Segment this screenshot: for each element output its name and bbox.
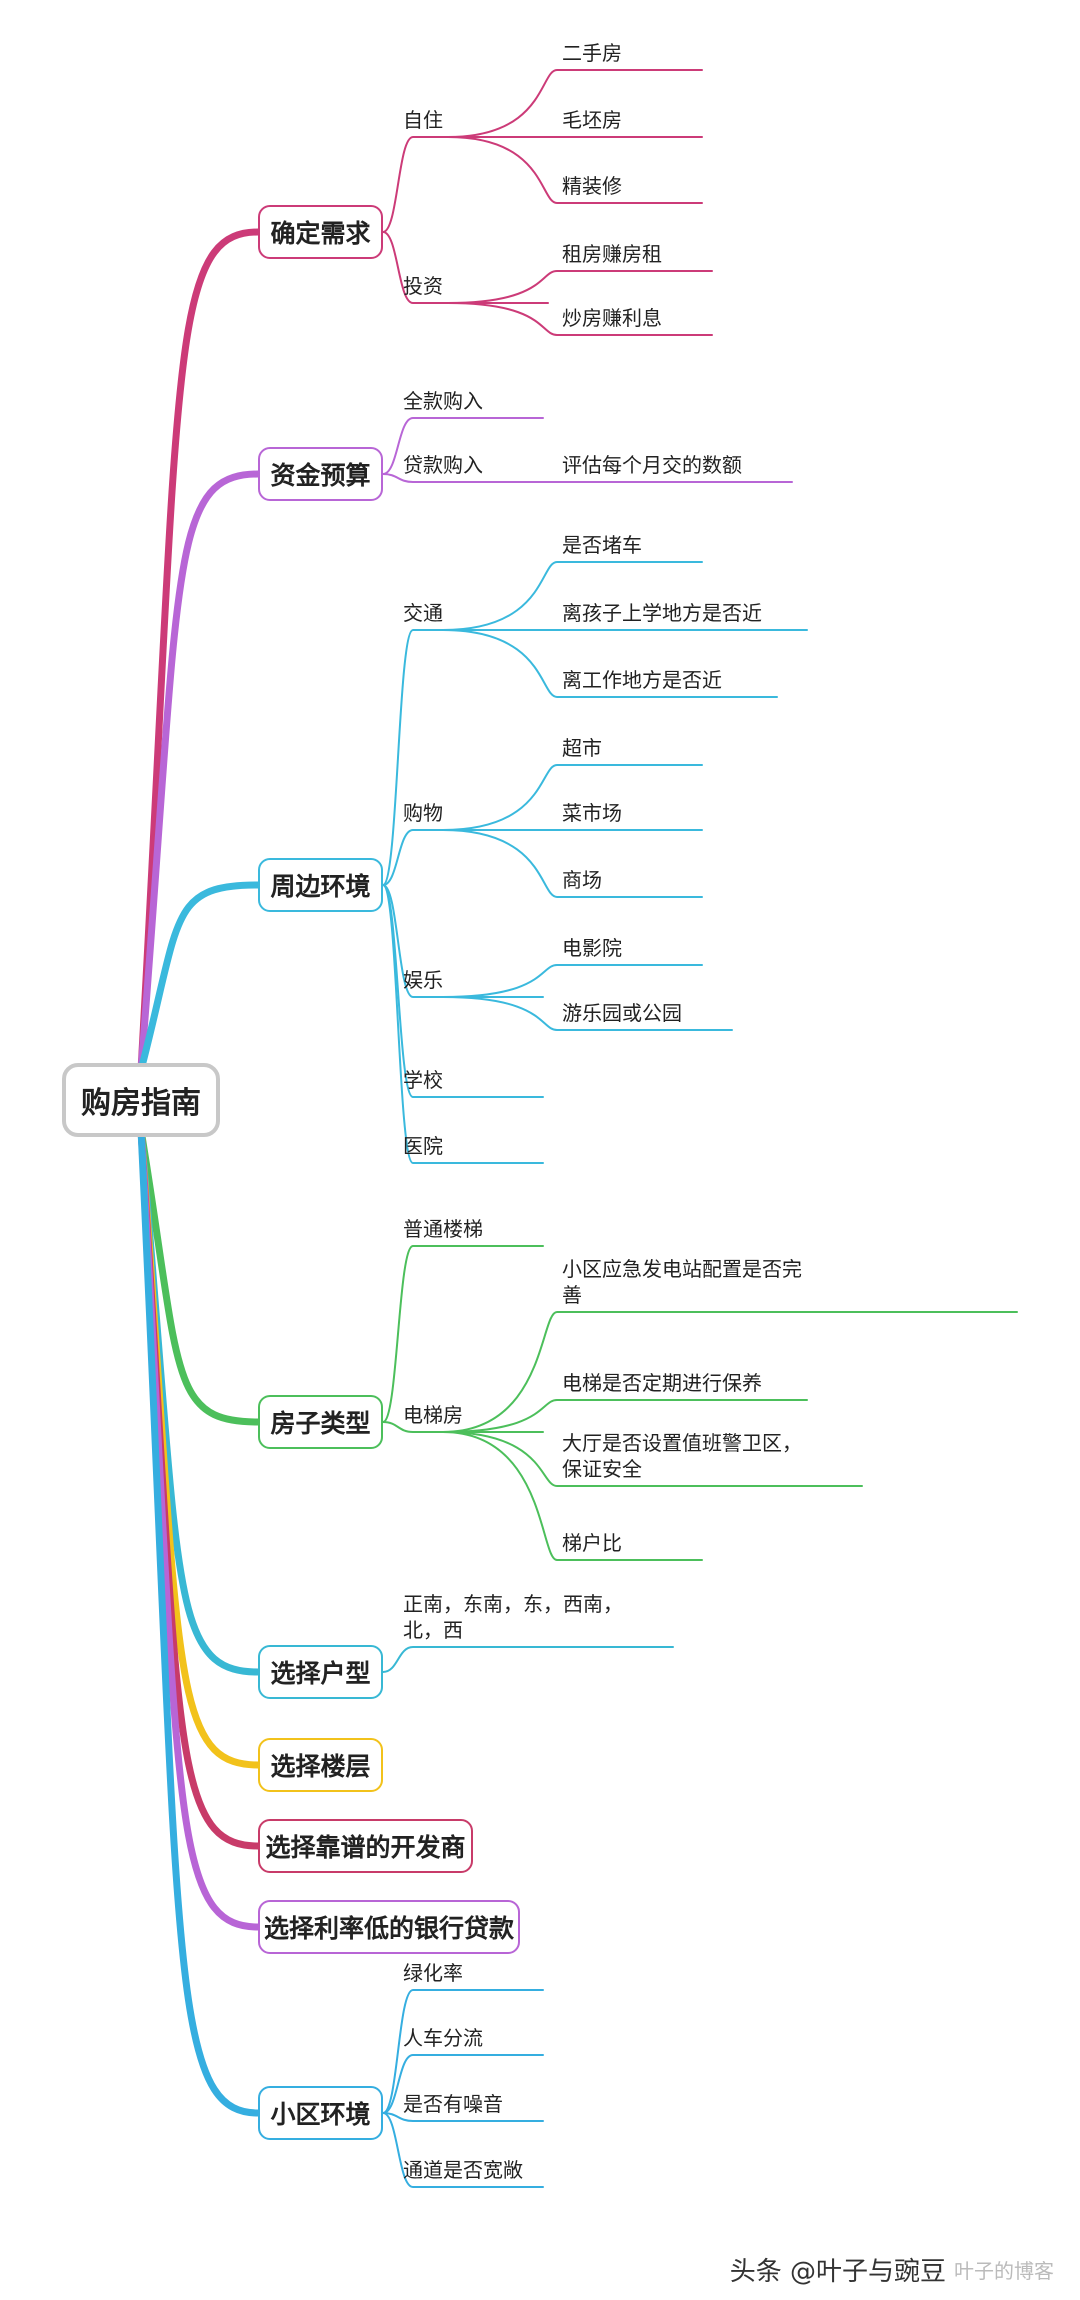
leaf-connector [442,764,703,831]
leaf-connector [442,561,703,631]
leaf-connector [442,1431,703,1561]
leaf-connector [442,996,733,1031]
child-connector [382,136,549,233]
child-connector [382,2054,544,2114]
child-label: 正南，东南，东，西南，北，西 [403,1592,623,1642]
child-connector [382,884,544,1164]
leaf-connector [442,829,703,898]
branch-node: 选择利率低的银行贷款 [258,1900,520,1954]
branch-node: 小区环境 [258,2086,383,2140]
child-label: 娱乐 [403,968,443,992]
child-label: 绿化率 [403,1961,463,1985]
branch-node: 选择户型 [258,1645,383,1699]
child-label: 投资 [403,274,443,298]
branch-connector [137,1126,262,1426]
child-connector [382,473,544,483]
leaf-connector [442,1431,863,1487]
leaf-label: 是否堵车 [562,533,642,557]
child-connector [382,1421,544,1433]
child-connector [382,884,544,998]
leaf-connector [447,136,703,204]
child-label: 交通 [403,601,443,625]
child-connector [382,231,549,304]
branch-connector [137,881,262,1074]
child-label: 是否有噪音 [403,2092,503,2116]
leaf-connector [447,302,713,336]
leaf-label: 电梯是否定期进行保养 [562,1371,762,1395]
leaf-label: 评估每个月交的数额 [562,453,742,477]
child-label: 全款购入 [403,389,483,413]
branch-connector [137,470,262,1074]
child-label: 学校 [403,1068,443,1092]
watermark: 头条 @叶子与豌豆 叶子的博客 [730,2251,1054,2288]
leaf-connector [442,1311,1018,1433]
leaf-label: 离工作地方是否近 [562,668,722,692]
leaf-label: 电影院 [562,936,622,960]
leaf-connector [442,1399,808,1433]
child-connector [382,1245,544,1423]
branch-connector [137,1126,262,2117]
child-label: 贷款购入 [403,453,483,477]
child-connector [382,1646,674,1673]
child-connector [382,629,544,886]
branch-node: 确定需求 [258,205,383,259]
leaf-label: 商场 [562,868,602,892]
child-connector [382,1989,544,2114]
branch-node: 选择靠谱的开发商 [258,1819,473,1873]
leaf-label: 炒房赚利息 [562,306,662,330]
leaf-label: 游乐园或公园 [562,1001,682,1025]
child-connector [382,2112,544,2122]
leaf-label: 菜市场 [562,801,622,825]
child-label: 电梯房 [403,1403,463,1427]
child-label: 普通楼梯 [403,1217,483,1241]
child-label: 自住 [403,108,443,132]
leaf-connector [447,69,703,138]
branch-connector [137,228,262,1074]
leaf-connector [442,629,778,698]
child-connector [382,2112,544,2188]
branch-node: 周边环境 [258,858,383,912]
leaf-label: 毛坯房 [562,108,622,132]
child-label: 人车分流 [403,2026,483,2050]
child-connector [382,829,544,886]
branch-node: 资金预算 [258,447,383,501]
child-label: 通道是否宽敞 [403,2158,523,2182]
leaf-label: 超市 [562,736,602,760]
root-node: 购房指南 [62,1063,220,1137]
leaf-label: 离孩子上学地方是否近 [562,601,762,625]
child-label: 医院 [403,1134,443,1158]
leaf-connector [442,964,703,998]
watermark-faint: 叶子的博客 [954,2259,1054,2283]
leaf-label: 租房赚房租 [562,242,662,266]
child-label: 购物 [403,801,443,825]
watermark-text: 头条 @叶子与豌豆 [729,2257,946,2287]
leaf-label: 精装修 [562,174,622,198]
branch-node: 选择楼层 [258,1738,383,1792]
leaf-label: 小区应急发电站配置是否完善 [562,1257,802,1307]
leaf-label: 二手房 [562,41,622,65]
leaf-label: 大厅是否设置值班警卫区，保证安全 [562,1431,802,1481]
leaf-label: 梯户比 [562,1531,622,1555]
leaf-connector [447,270,713,304]
branch-node: 房子类型 [258,1395,383,1449]
child-connector [382,417,544,475]
